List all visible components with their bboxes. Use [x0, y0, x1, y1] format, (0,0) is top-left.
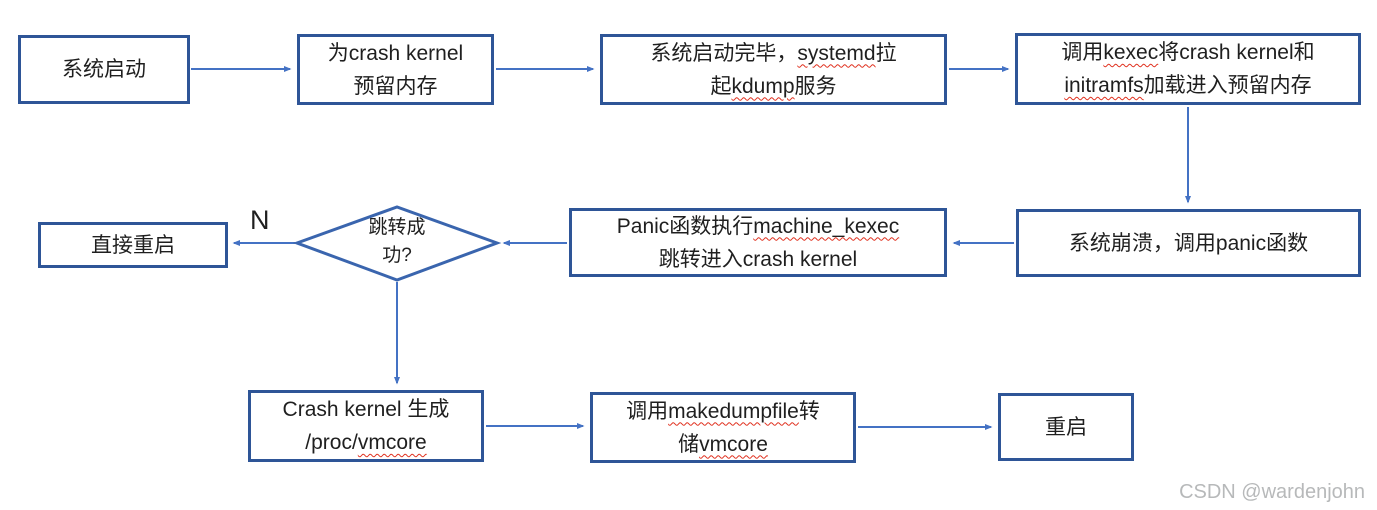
decision-no-branch-label: N — [250, 205, 270, 235]
node-reboot: 重启 — [998, 393, 1134, 461]
node-systemd-kdump: 系统启动完毕，systemd拉起kdump服务 — [600, 34, 947, 105]
node-generate-vmcore: Crash kernel 生成/proc/vmcore — [248, 390, 484, 462]
node-makedumpfile-dump: 调用makedumpfile转储vmcore — [590, 392, 856, 463]
node-direct-reboot: 直接重启 — [38, 222, 228, 268]
node-system-start: 系统启动 — [18, 35, 190, 104]
node-system-panic: 系统崩溃，调用panic函数 — [1016, 209, 1361, 277]
decision-diamond-shape — [292, 205, 502, 282]
csdn-watermark: CSDN @wardenjohn — [1179, 481, 1365, 503]
decision-jump-success-label: 跳转成功? — [368, 217, 426, 266]
